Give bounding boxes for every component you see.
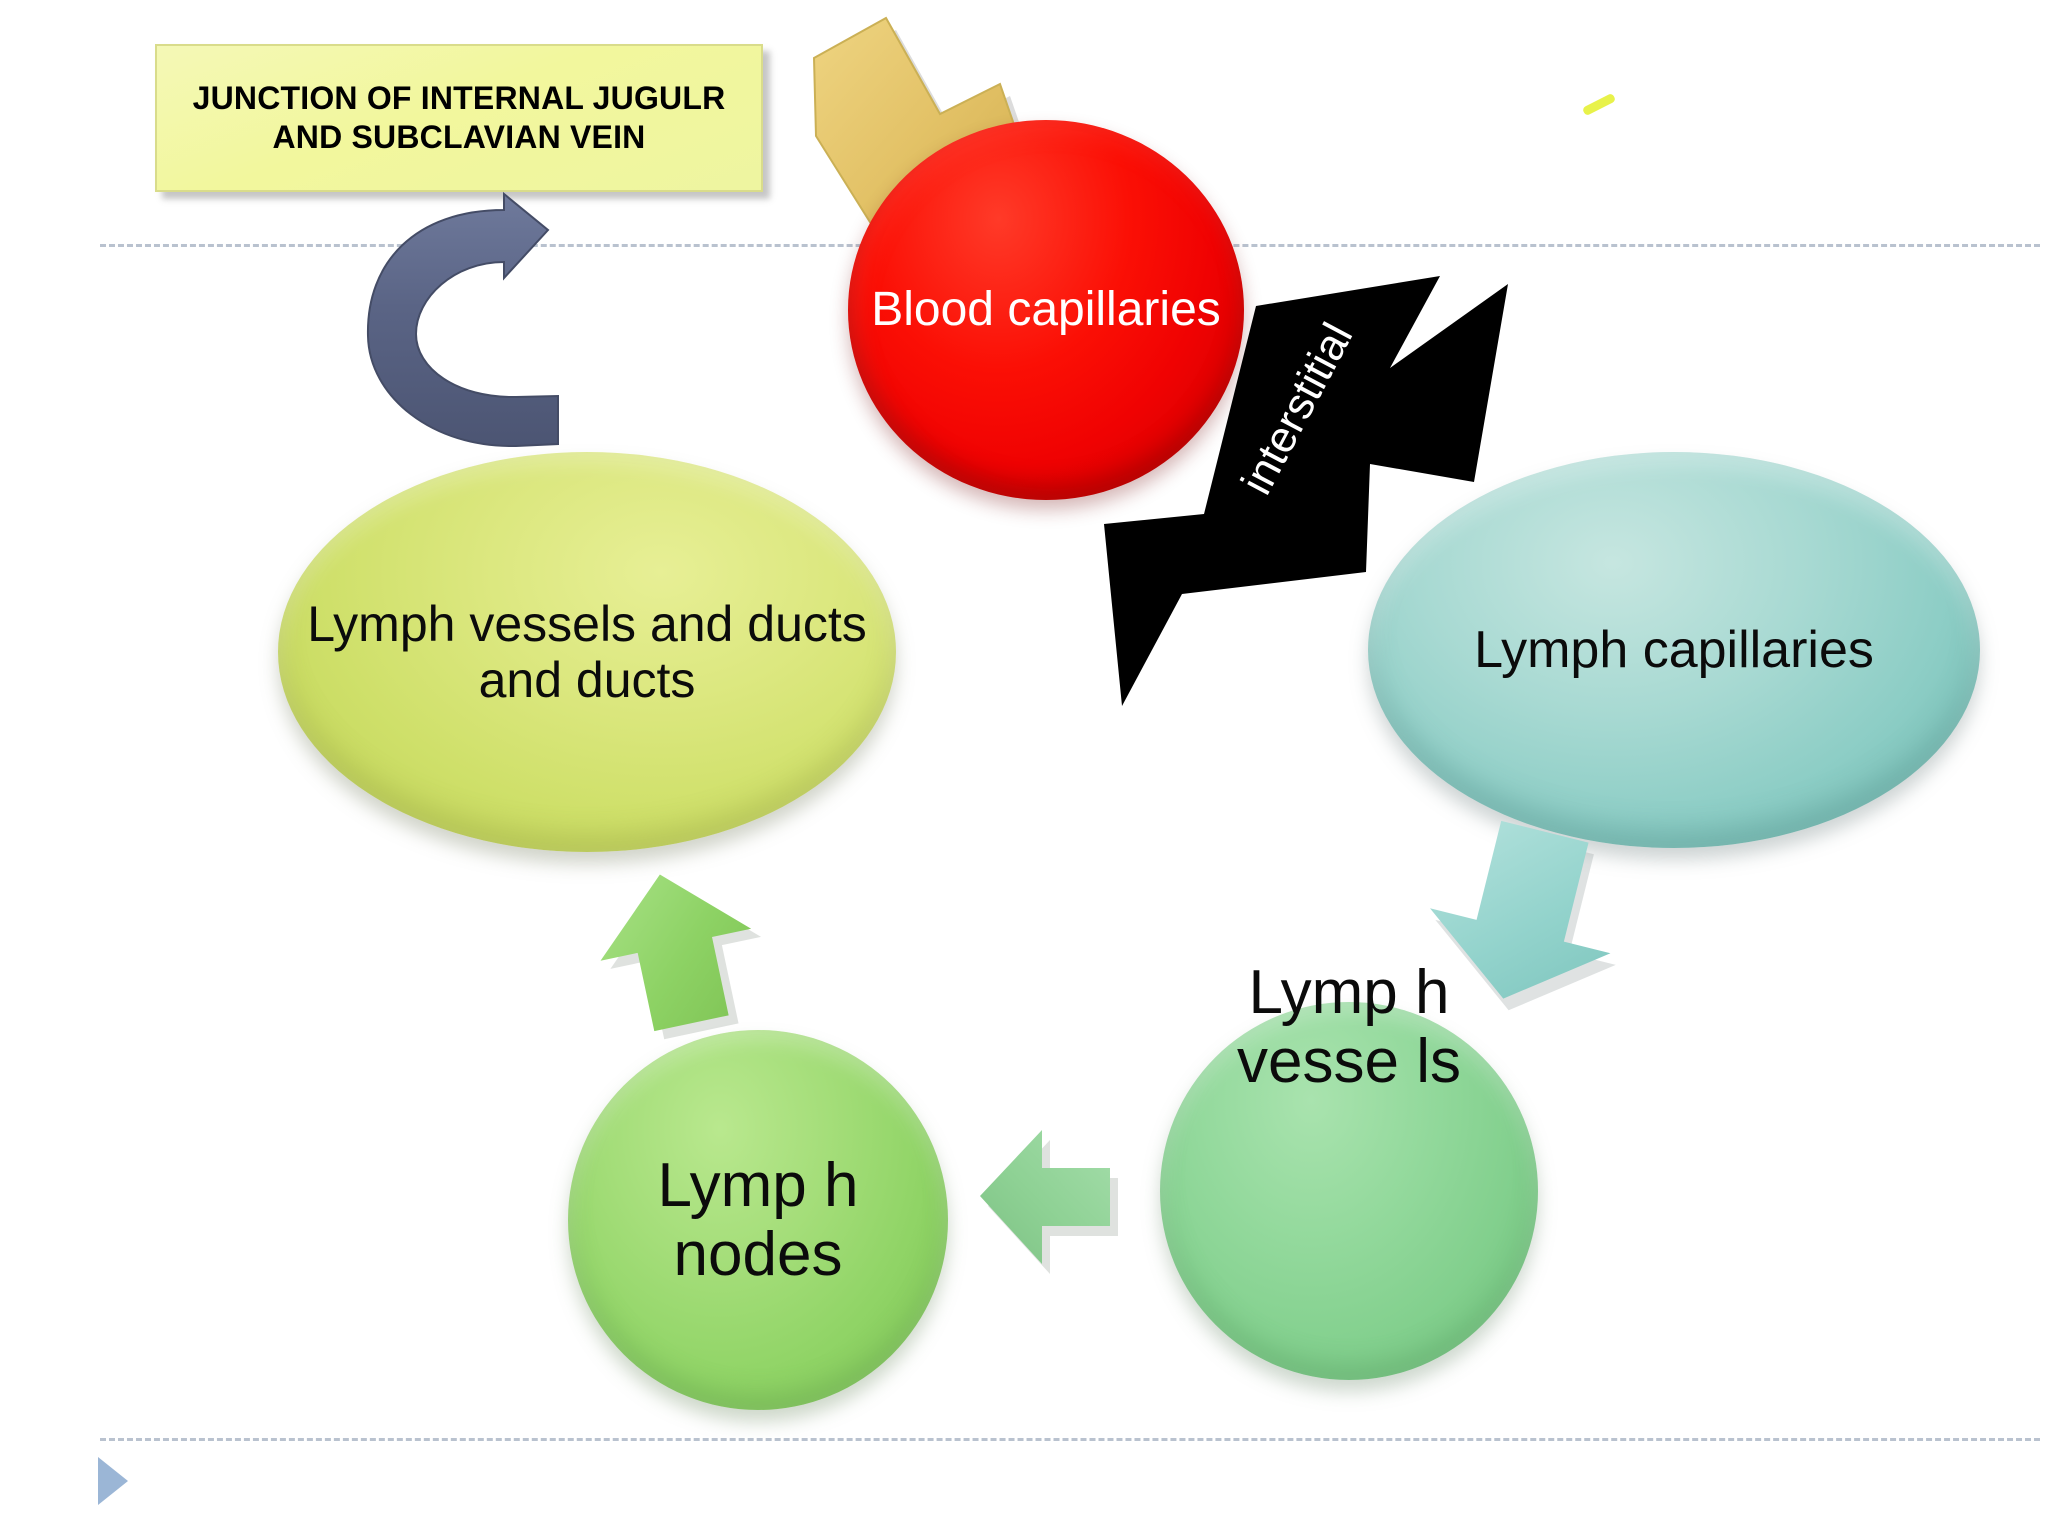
teal-down-arrow-icon[interactable] <box>1420 820 1650 1016</box>
guide-line-bottom <box>100 1438 2040 1441</box>
curved-return-arrow-icon[interactable] <box>336 191 636 480</box>
node-blood-capillaries-label: Blood capillaries <box>871 283 1221 337</box>
junction-caption-text: JUNCTION OF INTERNAL JUGULR AND SUBCLAVI… <box>192 79 726 155</box>
node-lymph-vessels-and-ducts[interactable]: Lymph vessels and ducts and ducts <box>278 452 896 852</box>
node-lymph-capillaries-label: Lymph capillaries <box>1474 620 1874 679</box>
node-blood-capillaries[interactable]: Blood capillaries <box>848 120 1244 500</box>
node-lymph-capillaries[interactable]: Lymph capillaries <box>1368 452 1980 848</box>
interstitial-arrow-icon[interactable]: interstitial <box>1104 276 1516 706</box>
green-left-arrow-icon[interactable] <box>960 1110 1210 1290</box>
yellow-sliver-mark-icon <box>1581 92 1617 117</box>
node-lymph-nodes[interactable]: Lymp h nodes <box>568 1030 948 1410</box>
node-lymph-vessels-and-ducts-label: Lymph vessels and ducts and ducts <box>307 596 867 708</box>
node-lymph-vessels-bottom[interactable]: Lymp h vesse ls <box>1160 958 1538 1380</box>
node-lymph-nodes-label: Lymp h nodes <box>657 1150 859 1289</box>
green-up-arrow-icon[interactable] <box>590 868 770 1040</box>
node-lymph-vessels-bottom-label: Lymp h vesse ls <box>1237 958 1461 1097</box>
junction-caption-box[interactable]: JUNCTION OF INTERNAL JUGULR AND SUBCLAVI… <box>155 44 763 192</box>
play-triangle-icon[interactable] <box>98 1457 128 1505</box>
